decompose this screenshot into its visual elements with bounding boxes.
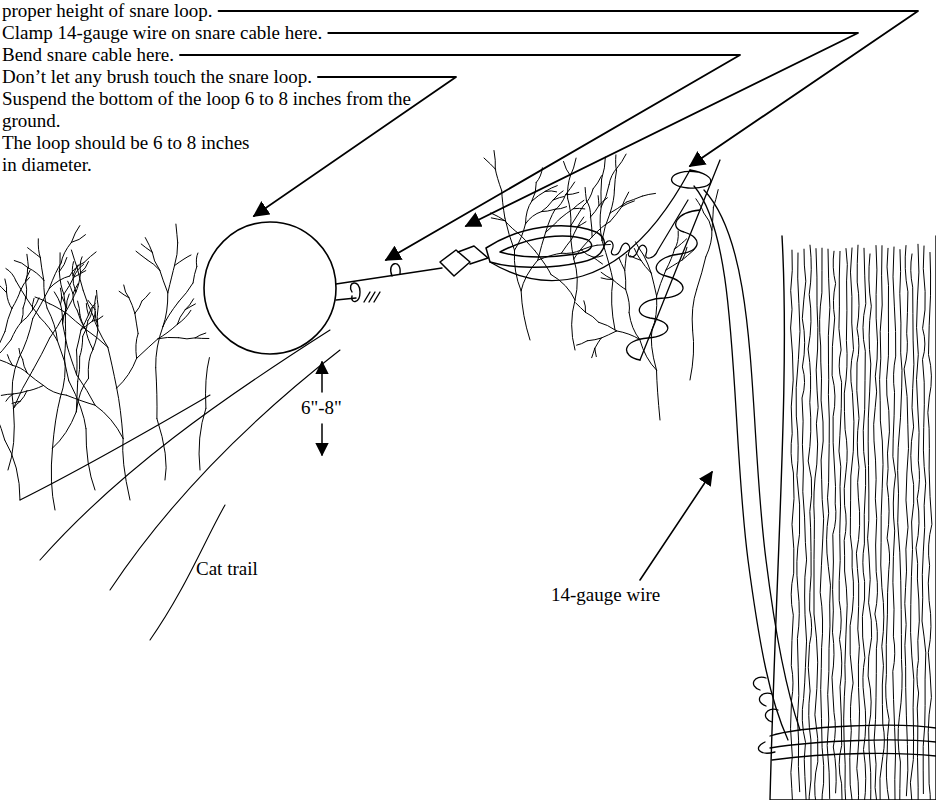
wire-label: 14-gauge wire [548, 584, 663, 606]
callout-note: Bend snare cable here. [2, 44, 174, 66]
brush-strokes [0, 151, 718, 511]
note-text: The loop should be 6 to 8 inches in diam… [2, 132, 264, 176]
snare-loop [204, 222, 336, 354]
wire-pointer [640, 472, 712, 580]
note-text: Suspend the bottom of the loop 6 to 8 in… [2, 88, 442, 132]
callout-note: Clamp 14-gauge wire on snare cable here. [2, 22, 322, 44]
leader-lines [180, 11, 918, 260]
snare-cable [336, 264, 442, 302]
callout-note: Don’t let any brush touch the snare loop… [2, 66, 312, 88]
brush [0, 151, 718, 511]
bark-strokes [791, 244, 932, 800]
spring-coils [604, 200, 688, 258]
wire [490, 160, 936, 760]
cat-trail [20, 330, 340, 640]
trail-label: Cat trail [196, 558, 258, 580]
callout-note: proper height of snare loop. [2, 0, 213, 22]
leader-line [328, 33, 858, 226]
dimension-label: 6"-8" [298, 397, 345, 419]
snare-lock [440, 226, 604, 276]
